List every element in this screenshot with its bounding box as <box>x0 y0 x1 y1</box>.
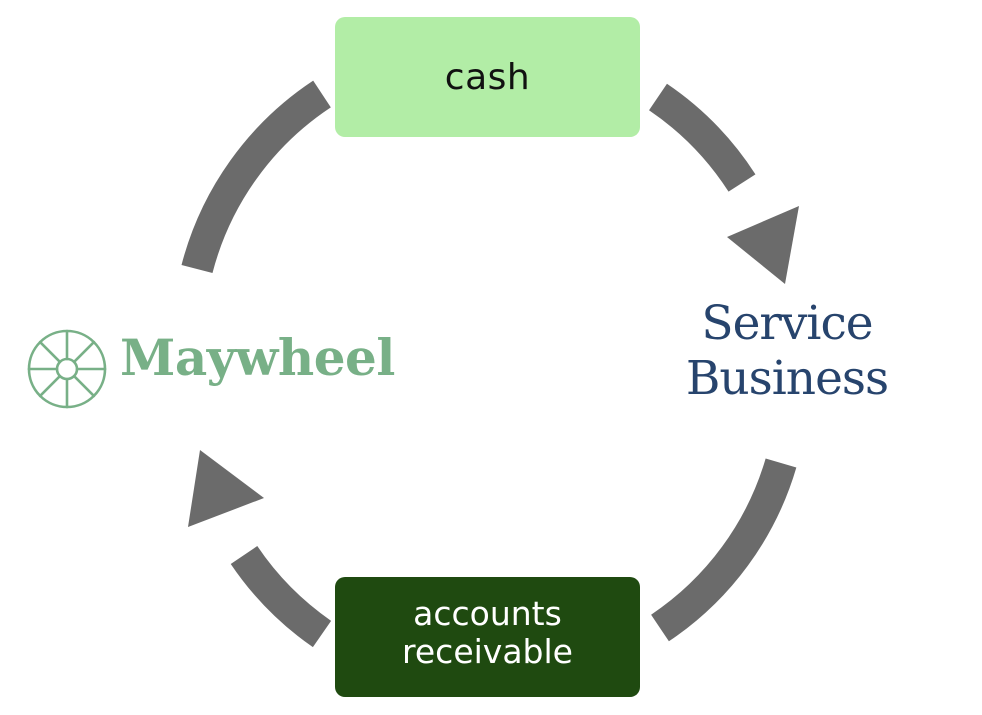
arrowhead-to-maywheel <box>188 450 264 527</box>
accounts-receivable-label-line1: accounts <box>413 594 562 634</box>
accounts-receivable-label-line2: receivable <box>402 632 573 671</box>
service-business-label-line1: Service <box>701 296 873 351</box>
arc-ar-shaft <box>230 545 332 648</box>
wheel-logo-icon <box>27 329 107 409</box>
arc-maywheel-to-cash <box>181 80 331 274</box>
arc-service-to-ar <box>650 458 797 642</box>
service-business-node: Service Business <box>652 296 922 406</box>
accounts-receivable-node: accounts receivable <box>335 577 640 697</box>
arrowhead-to-service <box>727 206 799 284</box>
arc-cash-shaft <box>648 83 756 192</box>
cash-node: cash <box>335 17 640 137</box>
maywheel-wordmark: Maywheel <box>120 328 395 387</box>
service-business-label-line2: Business <box>685 350 889 406</box>
cash-label: cash <box>444 56 531 98</box>
